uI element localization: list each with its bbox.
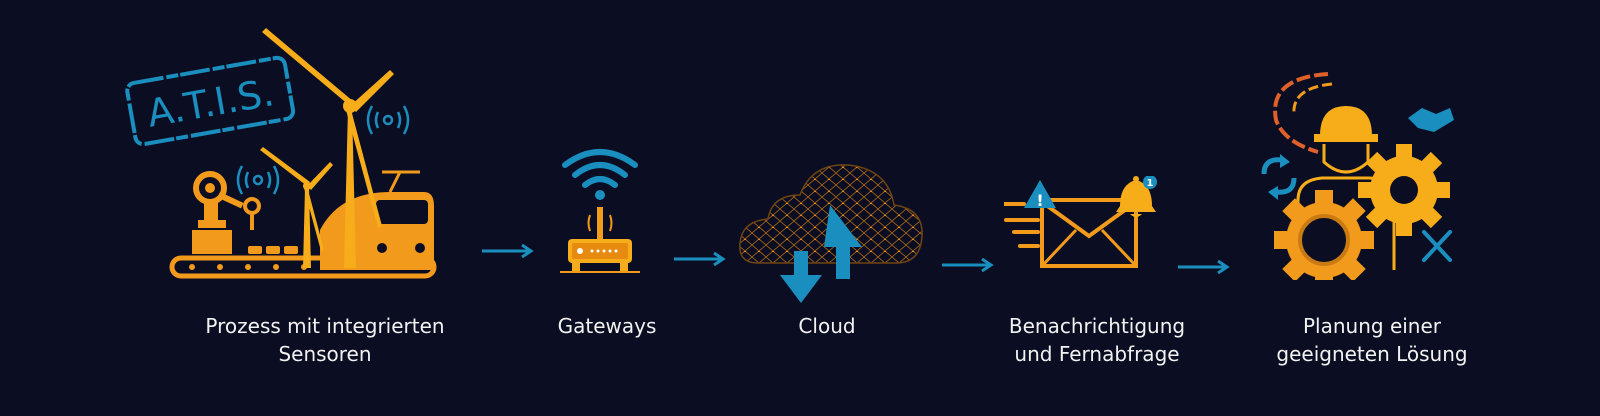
step-label-cloud: Cloud [798,312,855,340]
cloud-network-icon [739,164,923,303]
gear-icon [1274,190,1374,280]
tools-icon [1422,230,1452,262]
flow-arrow-icon [942,258,994,272]
refresh-icon [1261,157,1297,195]
step-label-sensors: Prozess mit integrierten Sensoren [205,312,444,368]
atis-stamp: A.T.I.S. [125,55,296,147]
step-label-notification: Benachrichtigung und Fernabfrage [1009,312,1185,368]
alert-symbol: ! [1036,191,1043,210]
flow-arrow-icon [1178,260,1230,274]
handshake-icon [1408,108,1454,132]
step-label-line: Planung einer [1302,314,1442,338]
engineer-gears-icon [1261,72,1454,280]
bell-icon: 1 [1116,176,1157,217]
gear-icon [1358,144,1450,236]
mail-alert-bell-icon: ! 1 [1004,176,1157,268]
alert-triangle-icon: ! [1024,180,1056,210]
flow-arrow-icon [482,244,534,258]
step-label-line: Sensoren [278,342,372,366]
step-label-line: Cloud [798,314,856,338]
step-label-line: und Fernabfrage [1014,342,1180,366]
factory-wind-train-icon: A.T.I.S. [125,28,437,279]
step-label-line: Prozess mit integrierten [205,314,445,338]
step-label-line: geeigneten Lösung [1276,342,1468,366]
step-label-line: Benachrichtigung [1008,314,1186,338]
notification-badge: 1 [1147,178,1154,189]
flow-arrow-icon [674,252,726,266]
signal-icon [366,105,410,135]
signal-icon [236,165,280,195]
step-label-planning: Planung einer geeigneten Lösung [1276,312,1467,368]
step-label-gateways: Gateways [558,312,657,340]
router-wifi-icon [560,149,640,273]
step-label-line: Gateways [557,314,657,338]
